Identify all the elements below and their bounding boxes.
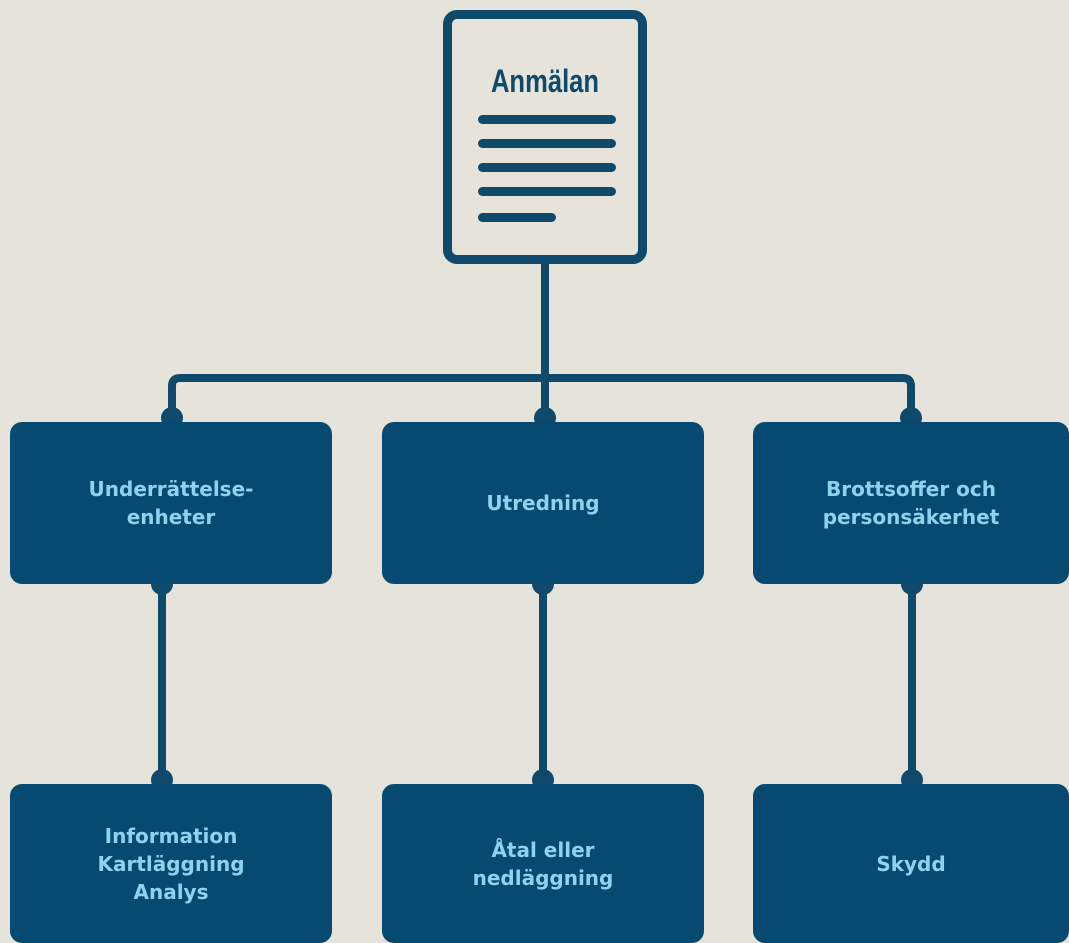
document-icon: Anmälan: [443, 10, 647, 264]
document-text-line: [478, 187, 616, 196]
document-text-line: [478, 139, 616, 148]
outcome-box-information: Information Kartläggning Analys: [10, 784, 332, 943]
document-text-line: [478, 163, 616, 172]
document-text-line: [478, 213, 556, 222]
unit-box-brottsoffer: Brottsoffer och personsäkerhet: [753, 422, 1069, 584]
unit-label: Brottsoffer och personsäkerhet: [822, 477, 1000, 529]
document-text-line: [478, 115, 616, 124]
outcome-label: Skydd: [876, 851, 946, 876]
outcome-label: Åtal eller nedläggning: [472, 837, 614, 890]
unit-label: Underrättelse- enheter: [88, 477, 254, 529]
outcome-label: Information Kartläggning Analys: [97, 823, 245, 904]
unit-box-utredning: Utredning: [382, 422, 704, 584]
outcome-box-atal: Åtal eller nedläggning: [382, 784, 704, 943]
outcome-box-skydd: Skydd: [753, 784, 1069, 943]
document-title: Anmälan: [490, 63, 600, 99]
unit-label: Utredning: [486, 491, 600, 515]
unit-box-underrattelse: Underrättelse- enheter: [10, 422, 332, 584]
